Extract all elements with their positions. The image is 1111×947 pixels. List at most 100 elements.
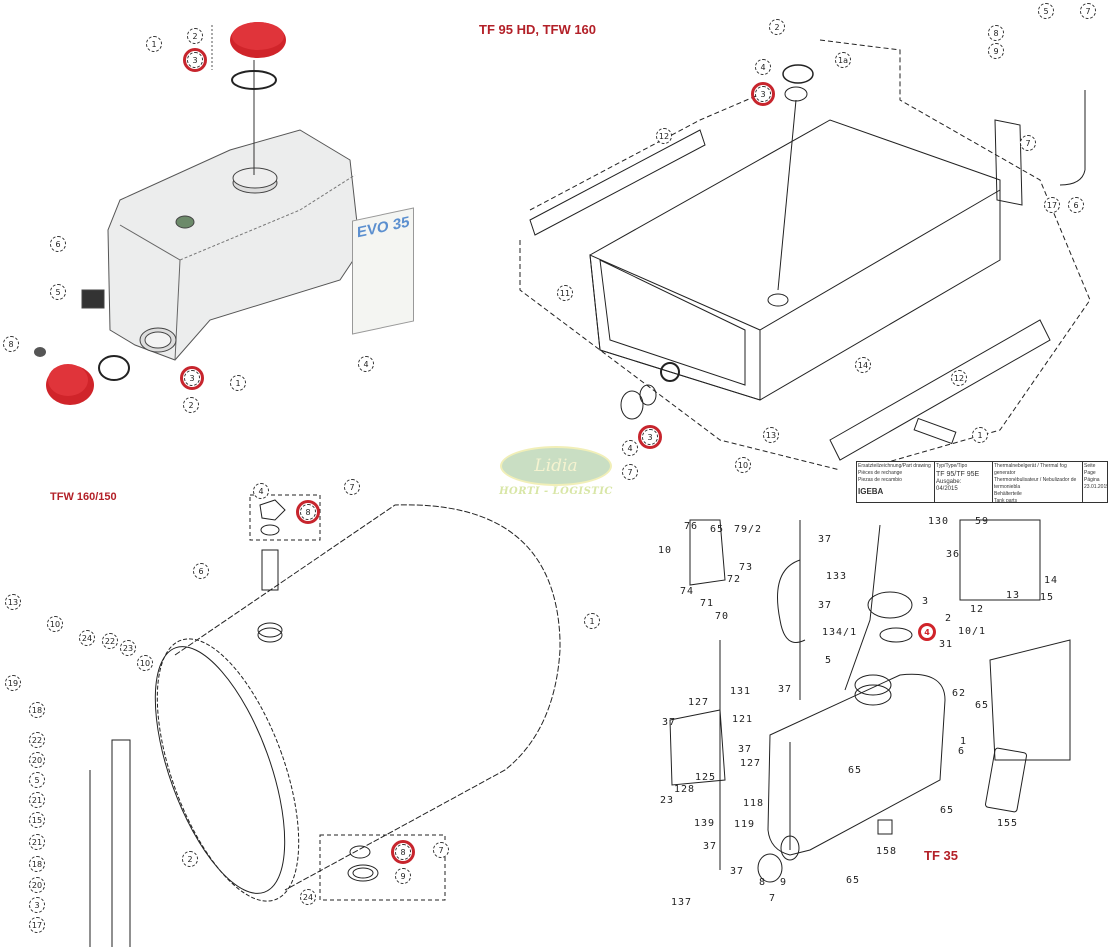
part-label[interactable]: 127 [740,758,762,769]
callout[interactable]: 21 [29,834,45,850]
part-label[interactable]: 13 [1006,590,1021,601]
part-label[interactable]: 37 [730,866,745,877]
callout[interactable]: 20 [29,877,45,893]
part-label[interactable]: 119 [734,819,756,830]
callout-highlighted[interactable]: 3 [751,82,775,106]
callout[interactable]: 2 [182,851,198,867]
part-label[interactable]: 37 [818,534,833,545]
callout[interactable]: 7 [1020,135,1036,151]
part-label[interactable]: 125 [695,772,717,783]
part-label[interactable]: 37 [738,744,753,755]
callout[interactable]: 13 [5,594,21,610]
callout[interactable]: 1 [584,613,600,629]
part-label[interactable]: 2 [945,613,953,624]
part-label[interactable]: 23 [660,795,675,806]
callout[interactable]: 2 [183,397,199,413]
part-label[interactable]: 137 [671,897,693,908]
part-label[interactable]: 1 [960,736,968,747]
callout[interactable]: 5 [50,284,66,300]
callout[interactable]: 1 [146,36,162,52]
callout[interactable]: 7 [1080,3,1096,19]
callout[interactable]: 9 [395,868,411,884]
part-label[interactable]: 10/1 [958,626,987,637]
callout[interactable]: 9 [988,43,1004,59]
callout[interactable]: 1 [230,375,246,391]
callout[interactable]: 24 [79,630,95,646]
callout[interactable]: 10 [735,457,751,473]
part-label[interactable]: 118 [743,798,765,809]
part-label[interactable]: 127 [688,697,710,708]
part-label[interactable]: 65 [940,805,955,816]
part-label[interactable]: 73 [739,562,754,573]
part-label[interactable]: 7 [769,893,777,904]
callout[interactable]: 6 [50,236,66,252]
part-label[interactable]: 12 [970,604,985,615]
callout[interactable]: 15 [29,812,45,828]
callout-highlighted[interactable]: 8 [296,500,320,524]
callout-highlighted[interactable]: 3 [180,366,204,390]
part-label[interactable]: 131 [730,686,752,697]
callout[interactable]: 18 [29,856,45,872]
part-label[interactable]: 72 [727,574,742,585]
part-label[interactable]: 6 [958,746,966,757]
part-label[interactable]: 76 [684,521,699,532]
part-label[interactable]: 65 [975,700,990,711]
callout[interactable]: 5 [1038,3,1054,19]
part-label[interactable]: 74 [680,586,695,597]
callout[interactable]: 4 [755,59,771,75]
part-label[interactable]: 3 [922,596,930,607]
callout[interactable]: 17 [29,917,45,933]
callout[interactable]: 4 [253,483,269,499]
part-label[interactable]: 158 [876,846,898,857]
part-label[interactable]: 8 [759,877,767,888]
part-label[interactable]: 31 [939,639,954,650]
callout-highlighted[interactable]: 8 [391,840,415,864]
callout[interactable]: 8 [3,336,19,352]
callout[interactable]: 6 [1068,197,1084,213]
callout[interactable]: 22 [102,633,118,649]
part-label[interactable]: 37 [662,717,677,728]
part-label[interactable]: 65 [846,875,861,886]
callout[interactable]: 1a [835,52,851,68]
callout[interactable]: 18 [29,702,45,718]
callout[interactable]: 21 [29,792,45,808]
callout-highlighted-tf35[interactable]: 4 [918,623,936,641]
callout[interactable]: 7 [622,464,638,480]
part-label[interactable]: 71 [700,598,715,609]
part-label[interactable]: 36 [946,549,961,560]
callout[interactable]: 20 [29,752,45,768]
callout[interactable]: 4 [358,356,374,372]
part-label[interactable]: 37 [703,841,718,852]
part-label[interactable]: 14 [1044,575,1059,586]
callout[interactable]: 10 [137,655,153,671]
callout[interactable]: 12 [656,128,672,144]
part-label[interactable]: 59 [975,516,990,527]
callout[interactable]: 2 [187,28,203,44]
part-label[interactable]: 70 [715,611,730,622]
part-label[interactable]: 10 [658,545,673,556]
callout[interactable]: 13 [763,427,779,443]
part-label[interactable]: 139 [694,818,716,829]
callout[interactable]: 1 [972,427,988,443]
callout[interactable]: 11 [557,285,573,301]
callout[interactable]: 17 [1044,197,1060,213]
part-label[interactable]: 37 [818,600,833,611]
callout[interactable]: 5 [29,772,45,788]
part-label[interactable]: 79/2 [734,524,763,535]
part-label[interactable]: 5 [825,655,833,666]
callout[interactable]: 6 [193,563,209,579]
part-label[interactable]: 128 [674,784,696,795]
callout[interactable]: 22 [29,732,45,748]
callout-highlighted[interactable]: 3 [638,425,662,449]
part-label[interactable]: 65 [710,524,725,535]
callout[interactable]: 23 [120,640,136,656]
part-label[interactable]: 133 [826,571,848,582]
part-label[interactable]: 37 [778,684,793,695]
callout[interactable]: 10 [47,616,63,632]
callout[interactable]: 4 [622,440,638,456]
callout[interactable]: 7 [344,479,360,495]
callout[interactable]: 8 [988,25,1004,41]
part-label[interactable]: 155 [997,818,1019,829]
callout[interactable]: 2 [769,19,785,35]
callout[interactable]: 7 [433,842,449,858]
